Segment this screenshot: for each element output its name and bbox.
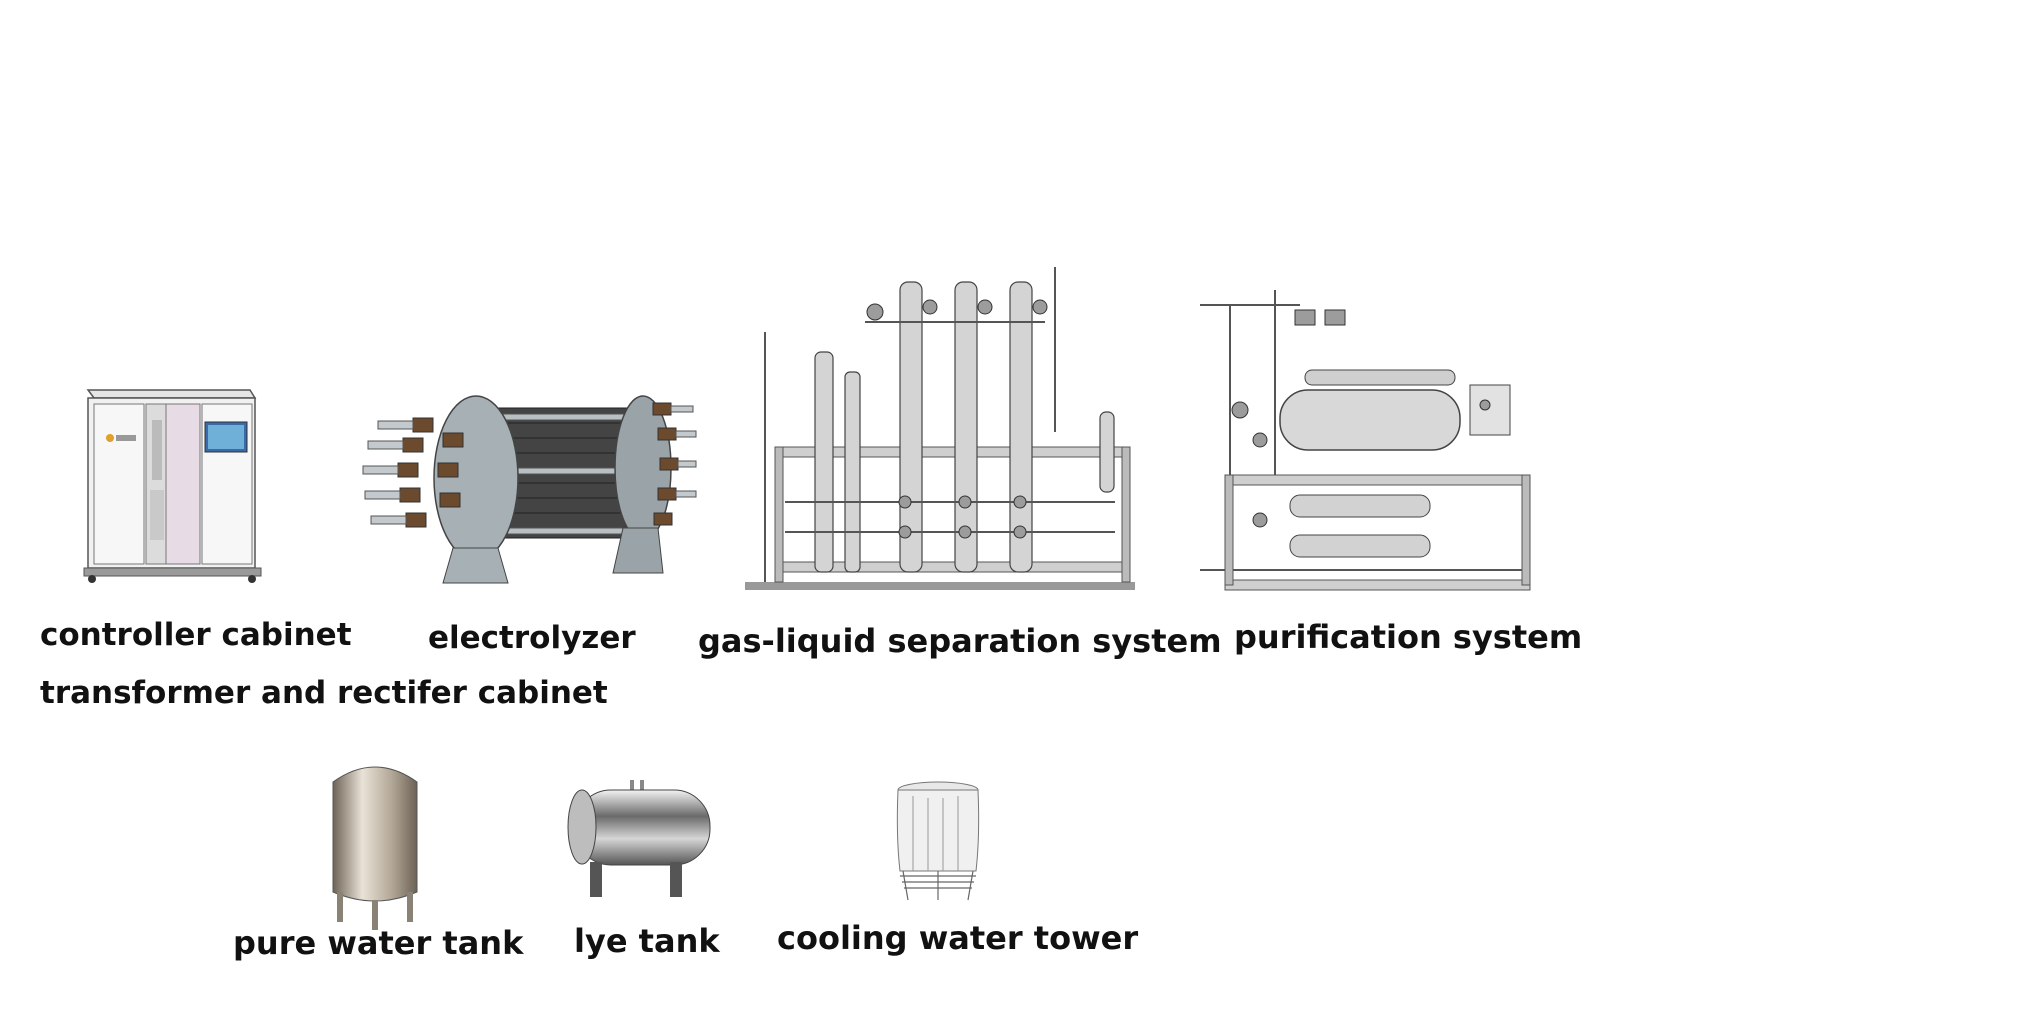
controller-cabinet-illustration (80, 380, 265, 585)
lye-tank-label: lye tank (574, 922, 720, 960)
gas-liquid-separation-illustration (745, 262, 1135, 592)
transformer-rectifier-cabinet-label: transformer and rectifer cabinet (40, 675, 608, 711)
gas-liquid-separation-label: gas-liquid separation system (698, 622, 1222, 660)
cooling-water-tower-illustration (888, 776, 988, 906)
purification-system-illustration (1200, 280, 1540, 595)
pure-water-tank-illustration (325, 752, 425, 932)
electrolyzer-label: electrolyzer (428, 620, 636, 656)
cooling-water-tower-label: cooling water tower (777, 919, 1139, 957)
lye-tank-illustration (560, 772, 720, 907)
pure-water-tank-label: pure water tank (233, 924, 524, 962)
electrolyzer-illustration (358, 378, 698, 593)
controller-cabinet-label: controller cabinet (40, 617, 352, 653)
purification-system-label: purification system (1234, 618, 1583, 656)
